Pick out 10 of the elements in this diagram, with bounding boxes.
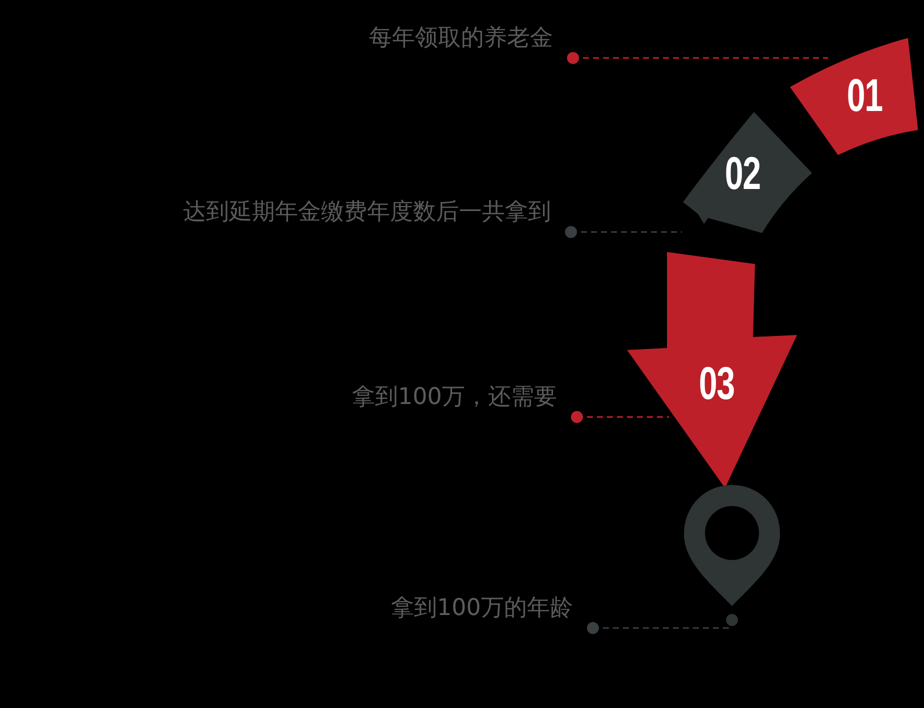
label-text: 拿到100万，还需要 xyxy=(352,383,557,411)
step-number: 02 xyxy=(724,150,760,196)
label-text: 拿到100万的年龄 xyxy=(391,594,573,622)
label-text: 达到延期年金缴费年度数后一共拿到 xyxy=(183,198,551,226)
label-text: 每年领取的养老金 xyxy=(369,24,553,52)
step-number: 03 xyxy=(698,360,734,406)
leader-line xyxy=(570,411,669,423)
step-number: 01 xyxy=(846,72,882,118)
leader-line xyxy=(565,226,682,238)
leader-line xyxy=(567,52,828,64)
